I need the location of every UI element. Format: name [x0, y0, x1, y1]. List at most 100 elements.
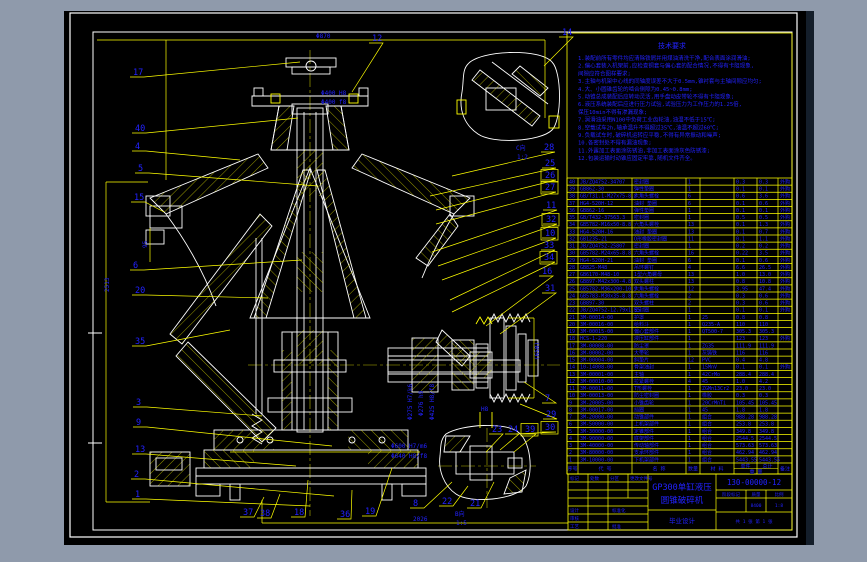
bom-cell-r18c7: 外购 — [780, 307, 790, 314]
balloon-box-30 — [540, 421, 559, 435]
bom-cell-r19c4: 25 — [702, 315, 708, 321]
bom-cell-r30c5: 0.3 — [736, 393, 745, 399]
bom-cell-r9c1: JB/ZQ4752-25807 — [580, 244, 625, 250]
bom-cell-r37c4: 组合 — [702, 442, 712, 449]
bom-cell-r16c2: 六角头螺栓 — [634, 292, 659, 299]
bom-cell-r15c7: 外购 — [780, 285, 790, 292]
scale-value: 1:8 — [775, 503, 783, 509]
balloon-29: 29 — [546, 410, 556, 420]
bom-header-code: 代 号 — [598, 466, 611, 473]
bom-cell-r4c5: 0.1 — [736, 208, 745, 214]
bom-cell-r14c1: GB897-M42x300-4.8 — [580, 279, 631, 285]
bom-cell-r19c0: 21 — [569, 315, 575, 321]
tb-rev-3: 更改文件号 — [630, 475, 653, 482]
sheet-edge-shadow — [806, 11, 814, 545]
bom-cell-r31c5: 105.45 — [736, 400, 754, 406]
bom-cell-r4c1: GB862-16 — [580, 208, 604, 214]
tb-sign-批准: 批准 — [612, 523, 621, 530]
balloon-leader-20 — [132, 294, 269, 299]
bom-cell-r3c6: 0.6 — [759, 201, 768, 207]
bom-cell-r3c2: 油封 垫圈 — [634, 200, 657, 207]
bom-cell-r9c7: 外购 — [780, 243, 790, 250]
bom-cell-r8c6: 1.1 — [759, 236, 768, 242]
bom-cell-r25c3: 12 — [688, 358, 694, 364]
balloon-35: 35 — [135, 337, 145, 347]
bom-cell-r17c1: GB897-30 — [580, 301, 604, 307]
bom-cell-r36c2: 底架部件 — [634, 435, 654, 442]
bom-cell-r39c5: 5443.55 — [736, 457, 757, 463]
bom-cell-r15c0: 25 — [569, 286, 575, 292]
balloon-leader-14 — [543, 36, 574, 67]
dim-text-4: Φ640 H8/f8 — [391, 453, 428, 460]
dim-text-9: Φ275 H7/k6 — [407, 383, 414, 420]
bom-cell-r23c4: ZG35 — [702, 343, 714, 349]
bom-cell-r21c6: 305.3 — [759, 329, 774, 335]
bom-cell-r4c7: 外购 — [780, 207, 790, 214]
bom-cell-r32c3: 1 — [688, 407, 691, 413]
bom-cell-r34c4: 组合 — [702, 421, 712, 428]
balloon-leader-15 — [131, 201, 165, 213]
bom-cell-r5c6: 0.5 — [759, 215, 768, 221]
tb-sign-工艺: 工艺 — [570, 524, 579, 530]
bom-cell-r22c3: 1 — [688, 336, 691, 342]
bom-cell-r17c5: 0.3 — [736, 301, 745, 307]
bom-cell-r3c7: 外购 — [780, 200, 790, 207]
bom-cell-r33c3: 1 — [688, 415, 691, 421]
note-line-5: 4.大、小圆锥齿轮的啮合侧隙为0.45~0.8mm; — [578, 85, 693, 93]
bom-cell-r15c3: 12 — [688, 286, 694, 292]
bom-cell-r11c6: 0.6 — [759, 258, 768, 264]
balloon-7: 7 — [545, 394, 550, 404]
bom-cell-r5c3: 1 — [688, 215, 691, 221]
dim-text-8: 95 — [142, 240, 149, 248]
balloon-leader-21 — [467, 481, 495, 509]
balloon-leader-1 — [132, 498, 311, 507]
bom-cell-r19c1: 3M-00014-00 — [580, 315, 613, 321]
bom-cell-r36c5: 2544.5 — [736, 436, 754, 442]
bom-cell-r14c6: 10.8 — [759, 279, 771, 285]
bom-cell-r26c5: 0.1 — [736, 365, 745, 371]
bom-cell-r8c2: O形橡胶密封圈 — [634, 235, 667, 242]
bom-cell-r29c1: 3M-00011-00 — [580, 386, 613, 392]
bom-cell-r19c2: 护罩 — [634, 314, 644, 321]
bom-cell-r6c1: GB5782-M16x50-8.8 — [580, 222, 631, 228]
balloon-leader-9 — [133, 426, 333, 447]
balloon-leader-33 — [449, 249, 556, 301]
bom-cell-r10c0: 30 — [569, 251, 575, 257]
bom-cell-r24c3: 1 — [688, 350, 691, 356]
balloon-20: 20 — [135, 286, 145, 296]
balloon-19: 19 — [365, 507, 375, 517]
bom-cell-r8c7: 外购 — [780, 235, 790, 242]
bom-cell-r25c1: 3M-00004-00 — [580, 358, 613, 364]
balloon-leader-7 — [523, 381, 558, 404]
bom-cell-r14c7: 外购 — [780, 278, 790, 285]
bom-cell-r7c1: HG4-520H-16 — [580, 229, 613, 235]
bom-cell-r24c5: 116 — [736, 350, 745, 356]
note-line-3: 间隙应符合图样要求; — [578, 69, 631, 77]
bom-cell-r22c7: 外购 — [780, 335, 790, 342]
bom-cell-r6c0: 34 — [569, 222, 575, 228]
bom-cell-r4c0: 36 — [569, 208, 575, 214]
bom-header-remark: 备注 — [780, 466, 790, 473]
bom-cell-r37c0: 3 — [569, 443, 572, 449]
balloon-28: 28 — [544, 143, 554, 153]
bom-cell-r34c6: 253.8 — [759, 422, 774, 428]
bom-cell-r31c6: 105.45 — [759, 400, 777, 406]
bom-cell-r30c4: 橡胶 — [702, 392, 712, 399]
bom-cell-r17c0: 23 — [569, 301, 575, 307]
bom-cell-r12c1: GB825-M48 — [580, 265, 607, 271]
bom-cell-r23c3: 1 — [688, 343, 691, 349]
bom-cell-r13c1: GB6170-M48-10 — [580, 272, 619, 278]
note-line-11: 9.负载试车时,破碎机运转应平稳,不得有异常振动和噪声; — [578, 131, 721, 139]
bom-cell-r8c1: GB1235-21 — [580, 236, 607, 242]
tb-rev-0: 标记 — [570, 475, 579, 482]
scale-label: 比例 — [775, 491, 784, 498]
bom-cell-r1c2: 弹性垫圈 — [634, 186, 654, 193]
title-block-grid — [568, 474, 792, 530]
bom-cell-r27c4: 42CrMo — [702, 372, 720, 378]
balloon-leader-36 — [337, 489, 353, 520]
balloon-leader-5 — [135, 172, 319, 187]
bom-cell-r32c6: 1.8 — [759, 407, 768, 413]
bom-cell-r31c0: 9 — [569, 400, 572, 406]
bom-cell-r13c6: 13.0 — [759, 272, 771, 278]
